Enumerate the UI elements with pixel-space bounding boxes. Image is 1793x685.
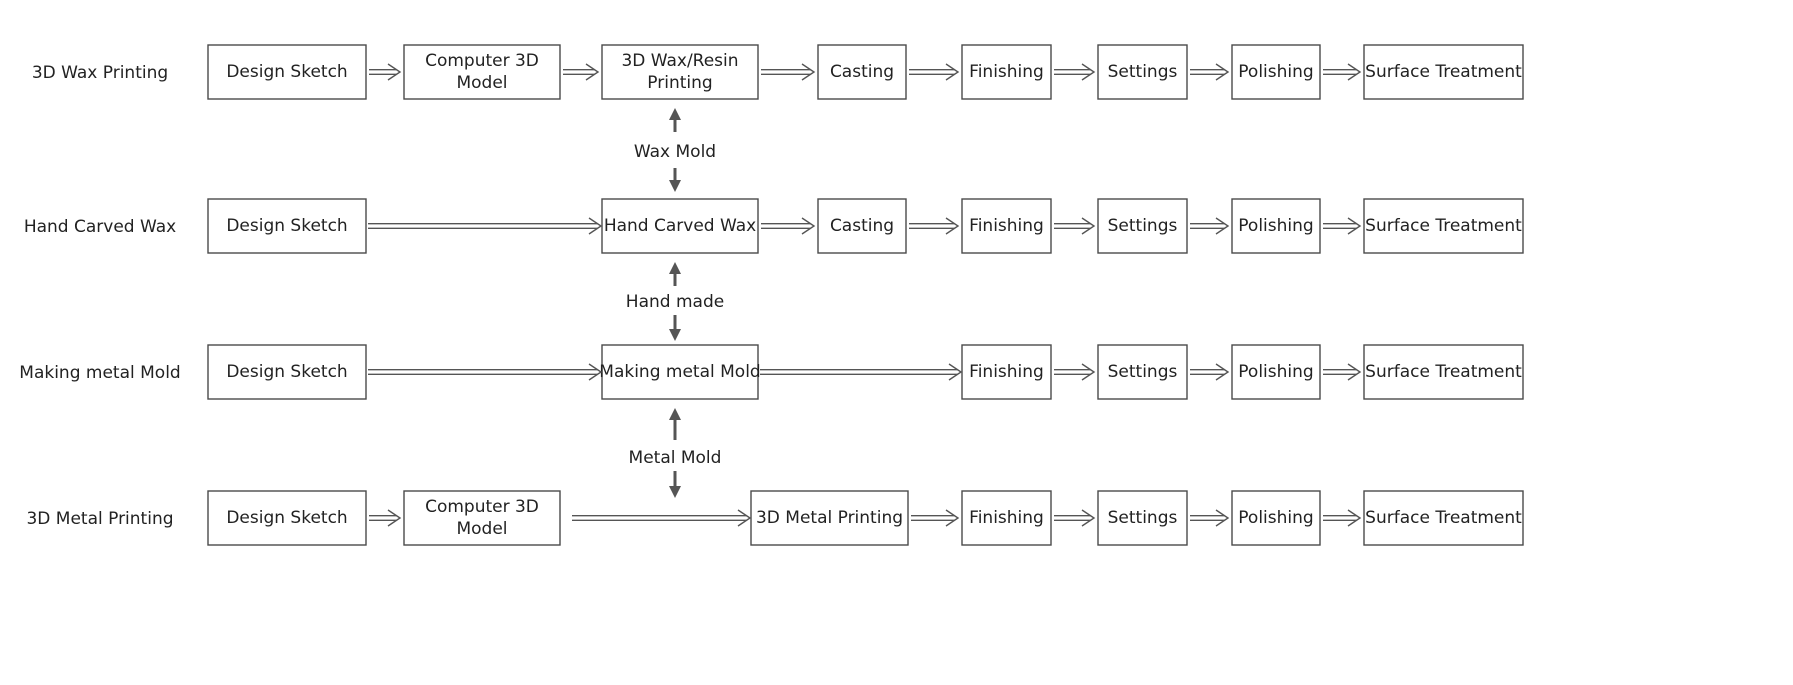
step-label: Polishing (1238, 362, 1313, 382)
step-box-casting: Casting (817, 198, 907, 254)
flow-arrow (1054, 363, 1096, 381)
connector-arrow-up (669, 262, 681, 286)
step-box-polishing: Polishing (1231, 344, 1321, 400)
row-label-3d-metal-printing: 3D Metal Printing (26, 509, 173, 529)
step-label: 3D Metal Printing (756, 508, 903, 528)
step-box-design-sketch: Design Sketch (207, 44, 367, 100)
step-box-polishing: Polishing (1231, 490, 1321, 546)
step-label: Finishing (969, 216, 1044, 236)
step-box-design-sketch: Design Sketch (207, 198, 367, 254)
step-label: Polishing (1238, 62, 1313, 82)
flow-arrow (760, 363, 963, 381)
connector-arrow-down (669, 471, 681, 498)
step-box-hand-carved-wax: Hand Carved Wax (601, 198, 759, 254)
step-label: Computer 3D (425, 497, 539, 517)
flow-arrow (368, 363, 603, 381)
step-label: Settings (1108, 362, 1178, 382)
row-label-hand-carved-wax: Hand Carved Wax (24, 217, 176, 237)
flow-arrow (1190, 509, 1230, 527)
step-box-polishing: Polishing (1231, 198, 1321, 254)
step-label: Casting (830, 216, 894, 236)
step-box-finishing: Finishing (961, 344, 1052, 400)
step-label: Making metal Mold (599, 362, 760, 382)
flow-arrow (369, 63, 402, 81)
flow-arrow (572, 509, 752, 527)
step-label: Finishing (969, 362, 1044, 382)
step-label: Model (456, 519, 507, 539)
step-box-surface-treatment: Surface Treatment (1363, 44, 1524, 100)
step-box-surface-treatment: Surface Treatment (1363, 344, 1524, 400)
flow-arrow (1323, 509, 1362, 527)
step-box-finishing: Finishing (961, 44, 1052, 100)
step-box-design-sketch: Design Sketch (207, 344, 367, 400)
step-label: Finishing (969, 508, 1044, 528)
step-box-surface-treatment: Surface Treatment (1363, 490, 1524, 546)
step-label: Design Sketch (226, 62, 347, 82)
step-label: Design Sketch (226, 508, 347, 528)
step-label: Polishing (1238, 216, 1313, 236)
step-box-settings: Settings (1097, 490, 1188, 546)
flow-arrow (368, 217, 603, 235)
step-box-settings: Settings (1097, 344, 1188, 400)
flow-arrow (1190, 217, 1230, 235)
step-box-finishing: Finishing (961, 490, 1052, 546)
step-box-design-sketch: Design Sketch (207, 490, 367, 546)
step-label: Finishing (969, 62, 1044, 82)
step-label: Surface Treatment (1365, 362, 1522, 382)
connector-arrow-up (669, 108, 681, 132)
connector-label-hand-made: Hand made (626, 292, 724, 312)
step-label: Surface Treatment (1365, 62, 1522, 82)
step-label: Model (456, 73, 507, 93)
step-label: Settings (1108, 216, 1178, 236)
flow-arrow (911, 509, 960, 527)
flow-arrow (369, 509, 402, 527)
step-label: Polishing (1238, 508, 1313, 528)
flow-arrow (909, 63, 960, 81)
step-box-settings: Settings (1097, 44, 1188, 100)
flow-arrow (909, 217, 960, 235)
flow-arrow (1323, 63, 1362, 81)
step-label: Design Sketch (226, 216, 347, 236)
row-label-3d-wax-printing: 3D Wax Printing (32, 63, 168, 83)
step-label: Casting (830, 62, 894, 82)
flow-arrow (1190, 63, 1230, 81)
connector-arrow-up (669, 408, 681, 440)
step-label: Settings (1108, 508, 1178, 528)
connector-label-metal-mold: Metal Mold (629, 448, 722, 468)
step-label: Settings (1108, 62, 1178, 82)
flow-arrow (563, 63, 600, 81)
step-label: Printing (647, 73, 712, 93)
flow-arrow (1323, 363, 1362, 381)
step-box-making-metal-mold: Making metal Mold (599, 344, 761, 400)
step-label: Hand Carved Wax (604, 216, 756, 236)
step-box-settings: Settings (1097, 198, 1188, 254)
connector-label-wax-mold: Wax Mold (634, 142, 716, 162)
row-label-making-metal-mold: Making metal Mold (19, 363, 180, 383)
step-box-casting: Casting (817, 44, 907, 100)
flow-arrow (761, 217, 816, 235)
step-box-3d-metal-printing: 3D Metal Printing (750, 490, 909, 546)
step-label: Surface Treatment (1365, 508, 1522, 528)
connector-arrow-down (669, 315, 681, 341)
step-box-finishing: Finishing (961, 198, 1052, 254)
step-label: 3D Wax/Resin (621, 51, 738, 71)
step-label: Design Sketch (226, 362, 347, 382)
flow-arrow (1190, 363, 1230, 381)
step-box-surface-treatment: Surface Treatment (1363, 198, 1524, 254)
step-label: Surface Treatment (1365, 216, 1522, 236)
flow-arrow (761, 63, 816, 81)
flow-arrow (1054, 63, 1096, 81)
flow-arrow (1054, 217, 1096, 235)
flow-arrow (1323, 217, 1362, 235)
flow-arrow (1054, 509, 1096, 527)
connector-arrow-down (669, 168, 681, 192)
step-box-polishing: Polishing (1231, 44, 1321, 100)
step-label: Computer 3D (425, 51, 539, 71)
